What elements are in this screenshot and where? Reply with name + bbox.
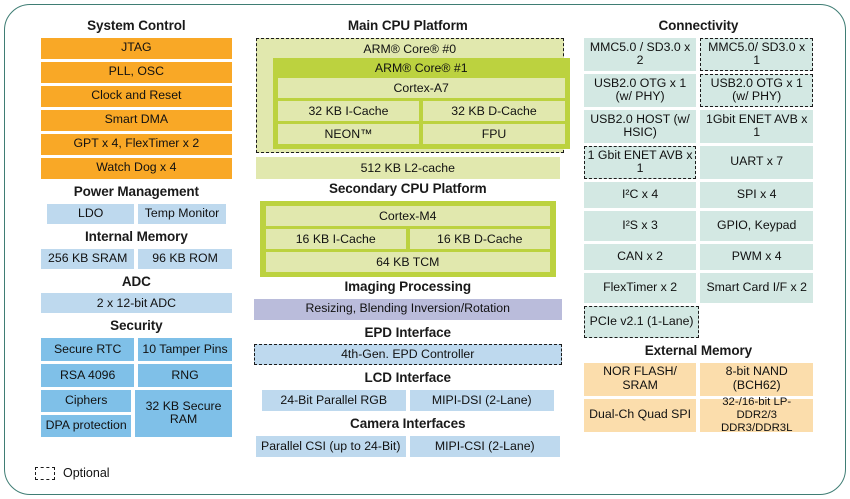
section-title-external-memory: External Memory (644, 342, 753, 358)
spacer (703, 306, 813, 338)
legend: Optional (35, 466, 110, 480)
block-mipi-csi[interactable]: MIPI-CSI (2-Lane) (409, 436, 560, 458)
block-ciphers[interactable]: Ciphers (41, 390, 132, 412)
block-rom[interactable]: 96 KB ROM (138, 248, 232, 269)
block-smart-dma[interactable]: Smart DMA (41, 109, 232, 131)
block-nor-flash-sram[interactable]: NOR FLASH/ SRAM (583, 362, 697, 396)
block-arm-core-1-label: ARM® Core® #1 (374, 60, 468, 75)
block-i2c[interactable]: I²C x 4 (583, 181, 697, 208)
section-title-camera: Camera Interfaces (350, 416, 466, 432)
block-usb-otg-phy-optional[interactable]: USB2.0 OTG x 1 (w/ PHY) (700, 73, 814, 107)
block-smart-card[interactable]: Smart Card I/F x 2 (700, 272, 814, 303)
block-enet-avb-optional[interactable]: 1 Gbit ENET AVB x 1 (583, 145, 697, 179)
section-title-lcd: LCD Interface (364, 370, 451, 386)
block-parallel-rgb[interactable]: 24-Bit Parallel RGB (261, 390, 406, 412)
block-usb-host-hsic[interactable]: USB2.0 HOST (w/ HSIC) (583, 109, 697, 143)
block-i2s[interactable]: I²S x 3 (583, 210, 697, 241)
block-mipi-dsi[interactable]: MIPI-DSI (2-Lane) (409, 390, 554, 412)
section-title-connectivity: Connectivity (658, 18, 739, 33)
block-pll-osc[interactable]: PLL, OSC (41, 61, 232, 83)
column-left: System Control JTAG PLL, OSC Clock and R… (19, 16, 244, 488)
section-title-security: Security (110, 318, 163, 334)
block-neon[interactable]: NEON™ (277, 123, 420, 144)
block-cortex-a7[interactable]: Cortex-A7 (277, 77, 565, 98)
block-uart[interactable]: UART x 7 (700, 145, 814, 179)
block-flextimer[interactable]: FlexTimer x 2 (583, 272, 697, 303)
block-arm-core-0[interactable]: ARM® Core® #0 ARM® Core® #1 Cortex-A7 32… (255, 37, 570, 153)
block-parallel-csi[interactable]: Parallel CSI (up to 24-Bit) (255, 436, 406, 458)
block-m4-dcache[interactable]: 16 KB D-Cache (409, 228, 550, 249)
block-secondary-cpu-group[interactable]: Cortex-M4 16 KB I-Cache 16 KB D-Cache 64… (259, 200, 556, 277)
block-rsa-4096[interactable]: RSA 4096 (41, 364, 135, 388)
block-imaging-processing[interactable]: Resizing, Blending Inversion/Rotation (253, 298, 562, 320)
block-l2-cache[interactable]: 512 KB L2-cache (255, 156, 560, 179)
block-watch-dog[interactable]: Watch Dog x 4 (41, 157, 232, 179)
block-m4-icache[interactable]: 16 KB I-Cache (265, 228, 406, 249)
section-title-epd: EPD Interface (364, 324, 451, 340)
legend-dashed-swatch-icon (35, 466, 55, 480)
block-secure-rtc[interactable]: Secure RTC (41, 338, 135, 362)
soc-diagram-container: System Control JTAG PLL, OSC Clock and R… (4, 4, 846, 495)
section-title-power-management: Power Management (73, 183, 199, 199)
block-fpu[interactable]: FPU (423, 123, 565, 144)
block-dpa-protection[interactable]: DPA protection (41, 414, 132, 437)
block-usb-otg-phy[interactable]: USB2.0 OTG x 1 (w/ PHY) (583, 73, 697, 107)
block-can[interactable]: CAN x 2 (583, 243, 697, 270)
block-clock-and-reset[interactable]: Clock and Reset (41, 85, 232, 107)
block-secure-ram[interactable]: 32 KB Secure RAM (135, 390, 232, 437)
section-title-secondary-cpu: Secondary CPU Platform (328, 180, 487, 196)
block-adc[interactable]: 2 x 12-bit ADC (41, 293, 232, 314)
section-title-system-control: System Control (87, 18, 186, 33)
block-pwm[interactable]: PWM x 4 (700, 243, 814, 270)
block-quad-spi[interactable]: Dual-Ch Quad SPI (583, 398, 697, 432)
block-a7-icache[interactable]: 32 KB I-Cache (277, 100, 420, 121)
section-title-imaging: Imaging Processing (344, 278, 471, 294)
block-enet-avb[interactable]: 1Gbit ENET AVB x 1 (700, 109, 814, 143)
block-nand[interactable]: 8-bit NAND (BCH62) (700, 362, 814, 396)
block-arm-core-1[interactable]: ARM® Core® #1 Cortex-A7 32 KB I-Cache 32… (272, 57, 570, 149)
block-gpt-flextimer[interactable]: GPT x 4, FlexTimer x 2 (41, 133, 232, 155)
section-title-main-cpu: Main CPU Platform (347, 18, 468, 33)
block-pcie[interactable]: PCIe v2.1 (1-Lane) (583, 305, 700, 338)
block-arm-core-0-label: ARM® Core® #0 (363, 41, 457, 56)
section-title-internal-memory: Internal Memory (84, 228, 188, 244)
block-spi[interactable]: SPI x 4 (700, 181, 814, 208)
block-sram[interactable]: 256 KB SRAM (41, 248, 135, 269)
block-temp-monitor[interactable]: Temp Monitor (138, 203, 226, 224)
block-rng[interactable]: RNG (138, 364, 232, 388)
block-tcm[interactable]: 64 KB TCM (265, 251, 550, 272)
block-ddr[interactable]: 32-/16-bit LP-DDR2/3 DDR3/DDR3L (700, 396, 814, 434)
block-epd-controller[interactable]: 4th-Gen. EPD Controller (253, 344, 562, 366)
columns-wrapper: System Control JTAG PLL, OSC Clock and R… (5, 5, 845, 494)
legend-label: Optional (63, 466, 110, 480)
section-title-adc: ADC (121, 273, 151, 289)
block-a7-dcache[interactable]: 32 KB D-Cache (423, 100, 565, 121)
block-mmc-sd-x2[interactable]: MMC5.0 / SD3.0 x 2 (583, 37, 697, 71)
block-jtag[interactable]: JTAG (41, 37, 232, 59)
block-mmc-sd-x1[interactable]: MMC5.0/ SD3.0 x 1 (700, 37, 814, 71)
column-middle: Main CPU Platform ARM® Core® #0 ARM® Cor… (244, 16, 572, 488)
block-gpio-keypad[interactable]: GPIO, Keypad (700, 210, 814, 241)
block-cortex-m4[interactable]: Cortex-M4 (265, 205, 550, 226)
block-tamper-pins[interactable]: 10 Tamper Pins (138, 338, 232, 362)
block-ldo[interactable]: LDO (47, 203, 135, 224)
